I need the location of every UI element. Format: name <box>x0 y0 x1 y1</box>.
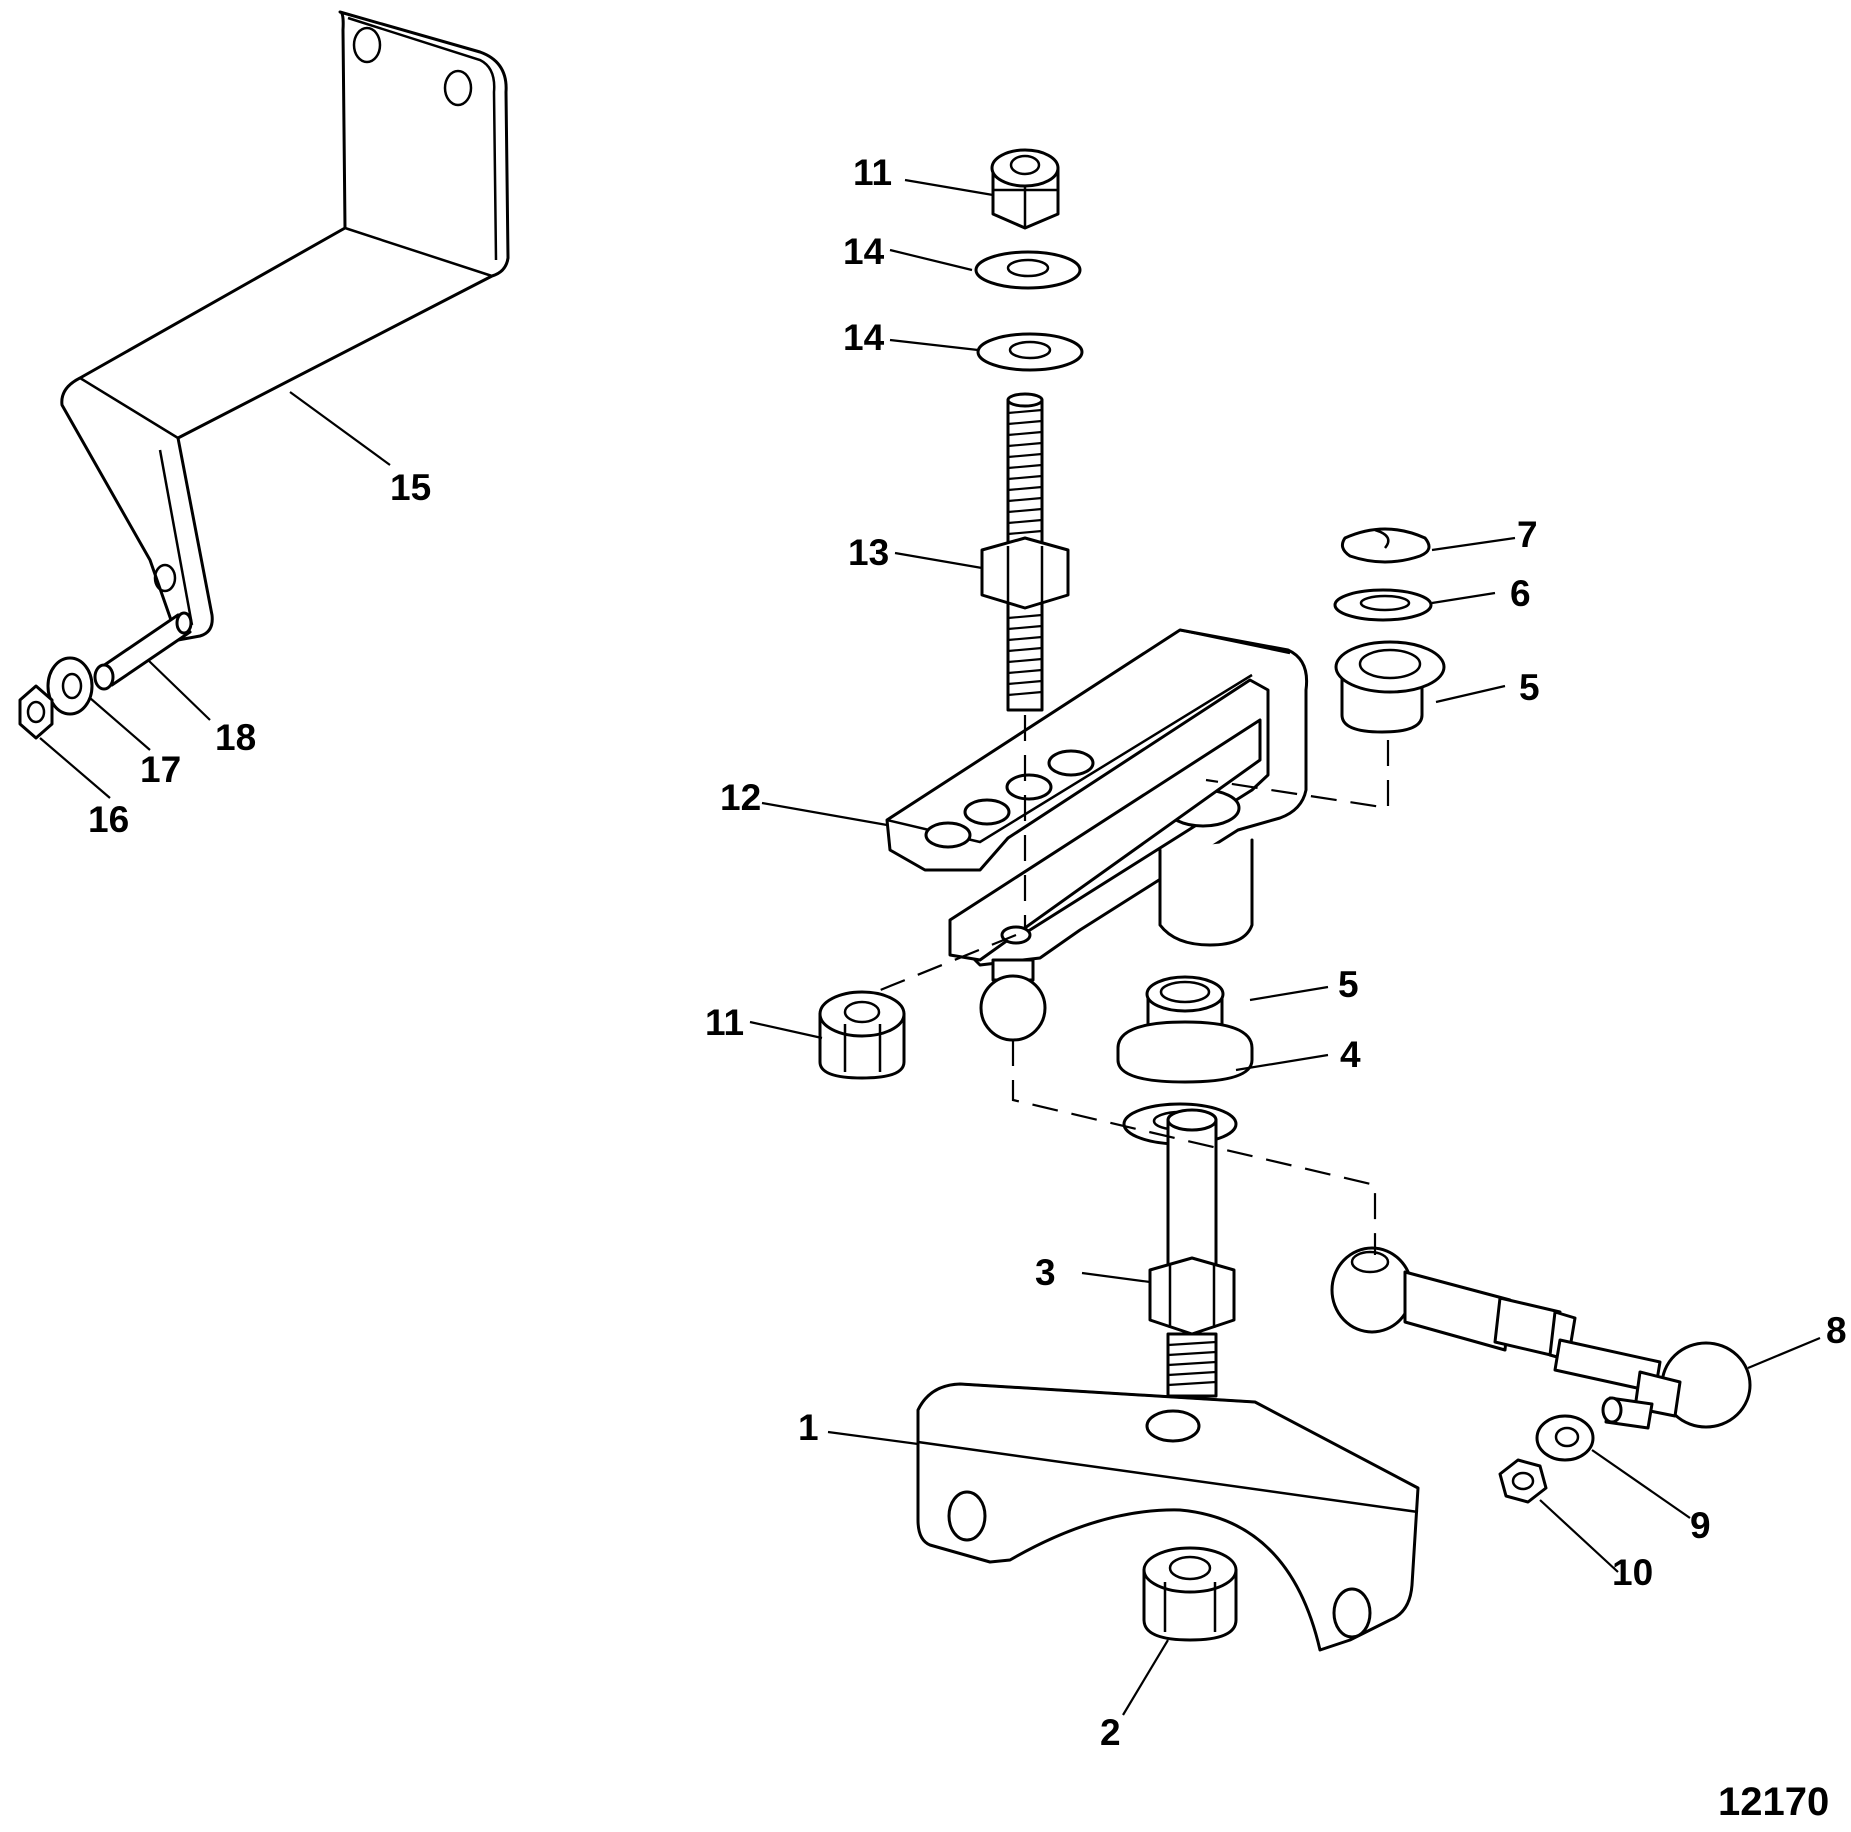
part-6-washer <box>1333 588 1433 622</box>
callout-11-top: 11 <box>853 152 892 193</box>
part-16-nut <box>18 684 54 740</box>
thread-line <box>1007 624 1043 631</box>
thread-line <box>1007 613 1043 620</box>
thread-line <box>1167 1370 1217 1377</box>
thread-line <box>1007 441 1043 448</box>
callout-15: 15 <box>390 467 431 508</box>
part-8-rod-end-link <box>1330 1246 1752 1430</box>
figure-number: 12170 <box>1718 1780 1829 1824</box>
thread-line <box>1007 690 1043 697</box>
part-11-locknut-top <box>990 148 1060 230</box>
thread-line <box>1167 1350 1217 1357</box>
thread-line <box>1007 408 1043 415</box>
callout-9: 9 <box>1690 1505 1711 1546</box>
part-15-mounting-bracket <box>60 10 510 642</box>
callout-5-middle: 5 <box>1338 964 1359 1005</box>
part-5-bushing-middle <box>1116 975 1254 1084</box>
thread-line <box>1007 679 1043 686</box>
part-13-threaded-stud <box>980 392 1070 712</box>
callout-17: 17 <box>140 749 181 790</box>
callout-18: 18 <box>215 717 256 758</box>
callout-7: 7 <box>1517 514 1538 555</box>
callout-10: 10 <box>1612 1552 1653 1593</box>
thread-line <box>1007 657 1043 664</box>
part-14-washer-lower <box>976 332 1084 372</box>
thread-line <box>1007 452 1043 459</box>
part-18-stud <box>93 611 193 691</box>
part-1-base-bracket <box>916 1382 1420 1652</box>
thread-line <box>1007 635 1043 642</box>
thread-line <box>1007 496 1043 503</box>
callout-6: 6 <box>1510 573 1531 614</box>
part-12-lever-bracket <box>885 628 1309 967</box>
part-9-washer <box>1535 1414 1595 1462</box>
callout-labels: 11 14 14 13 7 6 5 12 11 5 4 3 8 9 10 1 2… <box>88 152 1847 1753</box>
assembly-dashed-lines <box>867 715 1390 1255</box>
thread-line <box>1167 1340 1217 1347</box>
callout-12: 12 <box>720 777 761 818</box>
part-3-stud <box>1148 1108 1236 1398</box>
callout-11-middle: 11 <box>705 1002 744 1043</box>
part-2-nut <box>1142 1546 1238 1642</box>
thread-line <box>1007 646 1043 653</box>
thread-line <box>1167 1360 1217 1367</box>
thread-line <box>1007 485 1043 492</box>
callout-3: 3 <box>1035 1252 1056 1293</box>
callout-8: 8 <box>1826 1310 1847 1351</box>
callout-5-upper: 5 <box>1519 667 1540 708</box>
callout-14-upper: 14 <box>843 231 885 272</box>
part-10-nut <box>1498 1458 1548 1504</box>
thread-line <box>1007 463 1043 470</box>
thread-line <box>1007 518 1043 525</box>
part-5-bushing-upper <box>1334 640 1446 734</box>
callout-1: 1 <box>798 1407 819 1448</box>
callout-2: 2 <box>1100 1712 1121 1753</box>
thread-line <box>1167 1380 1217 1387</box>
callout-16: 16 <box>88 799 129 840</box>
part-17-washer <box>46 656 94 716</box>
thread-line <box>1007 474 1043 481</box>
part-11-locknut-middle <box>818 990 906 1080</box>
thread-line <box>1007 419 1043 426</box>
thread-line <box>1007 529 1043 536</box>
callout-4: 4 <box>1340 1034 1361 1075</box>
callout-13: 13 <box>848 532 889 573</box>
thread-line <box>1007 668 1043 675</box>
leader-lines <box>39 178 1821 1716</box>
ball-stud <box>979 958 1047 1042</box>
part-14-washer-upper <box>974 250 1082 290</box>
thread-line <box>1007 430 1043 437</box>
callout-14-lower: 14 <box>843 317 885 358</box>
thread-line <box>1007 507 1043 514</box>
part-7-e-clip <box>1340 527 1431 564</box>
